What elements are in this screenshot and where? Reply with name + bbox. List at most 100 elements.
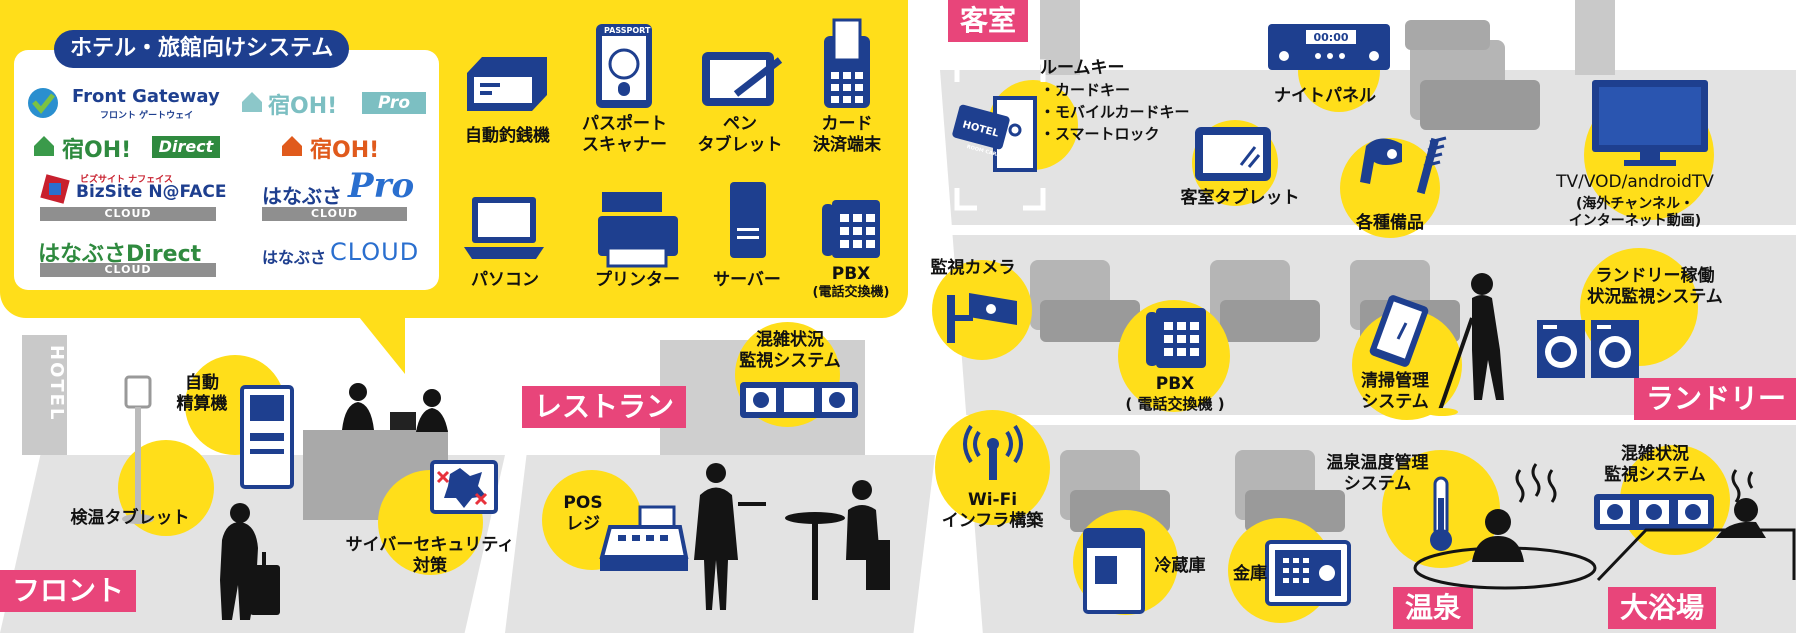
server-icon — [730, 182, 766, 258]
yado-pro-logo-icon — [242, 92, 262, 112]
area-tag-room: 客室 — [948, 0, 1029, 42]
room-tablet-label: 客室タブレット — [1180, 188, 1300, 208]
bath-congestion-monitor-icon — [1594, 494, 1714, 530]
amenities-label: 各種備品 — [1356, 213, 1424, 233]
cleaning-label: 清掃管理 システム — [1361, 371, 1429, 412]
card-terminal-label: カード 決済端末 — [813, 114, 881, 155]
pbx-label: PBX — [831, 264, 871, 284]
logo-pro-badge: Pro — [362, 92, 426, 114]
cloud-badge-3: CLOUD — [40, 263, 216, 277]
pc-label: パソコン — [471, 270, 539, 290]
cleaning-tablet-icon — [1369, 295, 1429, 367]
amenities-icon — [1360, 136, 1447, 195]
logo-bizsite-kana: ビズサイト ナフェイス — [80, 175, 173, 185]
bill-changer-icon — [467, 57, 547, 111]
printer-label: プリンター — [595, 270, 680, 290]
area-tag-front: フロント — [0, 570, 137, 612]
logo-pro-script: Pro — [348, 166, 415, 206]
logo-yado-oh-pro: 宿OH! — [268, 94, 338, 119]
logo-direct-badge: Direct — [152, 136, 220, 158]
logo-cloud-word: CLOUD — [330, 238, 420, 266]
pbx-phone-icon — [822, 200, 880, 258]
room-tablet-icon — [1195, 127, 1271, 181]
fridge-icon — [1083, 528, 1145, 614]
bizsite-logo-icon — [40, 174, 70, 204]
tv-sub-label: (海外チャンネル・ インターネット動画) — [1568, 196, 1702, 229]
restaurant-congestion-label: 混雑状況 監視システム — [739, 330, 841, 371]
pos-label: POS レジ — [563, 493, 603, 534]
front-silhouettes — [220, 383, 448, 620]
area-tag-onsen: 温泉 — [1393, 587, 1474, 629]
security-camera-icon — [947, 293, 1017, 343]
logo-front-gateway: Front Gateway — [72, 86, 220, 107]
cloud-badge-2: CLOUD — [262, 207, 407, 221]
room-key-item-3: ・スマートロック — [1040, 125, 1160, 143]
area-tag-bath: 大浴場 — [1608, 587, 1717, 629]
room-divider-2 — [960, 415, 1796, 425]
night-panel-display: 00:00 — [1313, 31, 1349, 44]
safe-icon — [1265, 540, 1351, 606]
speech-tail — [355, 312, 405, 374]
bath-congestion-label: 混雑状況 監視システム — [1604, 444, 1706, 485]
wifi-icon — [963, 424, 1023, 480]
area-tag-restaurant: レストラン — [522, 386, 687, 428]
onsen-temp-label: 温泉温度管理 システム — [1326, 453, 1429, 494]
panel-title: ホテル・旅館向けシステム — [54, 30, 350, 68]
pbx-sub-label: (電話交換機) — [812, 285, 890, 300]
camera-label: 監視カメラ — [930, 258, 1016, 278]
room-wall-1 — [1040, 0, 1080, 75]
server-label: サーバー — [713, 270, 781, 290]
passport-scanner-icon — [596, 24, 652, 108]
cyber-security-icon — [430, 460, 498, 514]
pc-icon — [464, 197, 544, 259]
room-key-item-1: ・カードキー — [1040, 81, 1131, 99]
restaurant-silhouettes — [694, 463, 890, 610]
temp-tablet-label: 検温タブレット — [70, 508, 190, 528]
washing-machines-icon — [1537, 320, 1639, 378]
wifi-label: Wi-Fi インフラ構築 — [941, 490, 1044, 531]
passport-scanner-label: パスポート スキャナー — [582, 114, 667, 155]
hotel-sign: HOTEL — [46, 345, 67, 422]
room-key-item-2: ・モバイルカードキー — [1040, 103, 1190, 121]
tv-label: TV/VOD/androidTV — [1556, 172, 1714, 192]
key-card-icon — [952, 96, 1037, 172]
temp-tablet-stand-icon — [122, 375, 154, 524]
bill-changer-label: 自動釣銭機 — [465, 126, 550, 146]
printer-icon — [598, 192, 678, 268]
room-key-label: ルームキー — [1040, 58, 1125, 78]
card-terminal-icon — [824, 18, 870, 108]
cleaning-staff-silhouette — [1426, 273, 1504, 416]
thermometer-icon — [1430, 476, 1452, 551]
room-wall-2 — [1575, 0, 1615, 75]
restaurant-congestion-monitor-icon — [740, 382, 858, 418]
area-tag-laundry: ランドリー — [1634, 378, 1796, 420]
passport-badge: PASSPORT — [604, 26, 651, 35]
auto-checkout-label: 自動 精算機 — [176, 373, 228, 414]
cyber-label: サイバーセキュリティ 対策 — [345, 535, 515, 576]
safe-label: 金庫 — [1233, 564, 1267, 584]
logo-yado-oh-direct: 宿OH! — [62, 138, 132, 163]
cloud-badge-1: CLOUD — [40, 207, 216, 221]
fridge-label: 冷蔵庫 — [1154, 556, 1206, 576]
auto-checkout-machine-icon — [240, 385, 294, 489]
logo-hanabusa-pro: はなぶさ — [262, 184, 342, 208]
pen-tablet-label: ペン タブレット — [697, 114, 783, 155]
logo-front-gateway-kana: フロント ゲートウェイ — [100, 111, 194, 121]
room-pbx-phone-icon — [1146, 308, 1206, 368]
night-panel-icon — [1268, 24, 1390, 70]
night-panel-label: ナイトパネル — [1274, 86, 1376, 106]
pos-register-icon — [599, 505, 689, 571]
bath-scene — [1596, 469, 1796, 582]
onsen-scene — [1413, 463, 1597, 590]
room-key-frame — [954, 59, 1046, 211]
yado-oh-logo-icon — [282, 136, 302, 156]
pen-tablet-icon — [702, 52, 783, 106]
logo-hanabusa-cloud: はなぶさ — [262, 248, 327, 267]
logo-yado-oh: 宿OH! — [310, 138, 380, 163]
room-pbx-label: PBX — [1155, 374, 1195, 394]
yado-direct-logo-icon — [34, 136, 54, 156]
hotel-sign-pillar — [22, 335, 67, 455]
room-pbx-sub-label: ( 電話交換機 ) — [1125, 395, 1225, 413]
laundry-monitor-label: ランドリー稼働 状況監視システム — [1587, 266, 1723, 307]
logo-bizsite: BizSite N@FACE — [76, 182, 227, 202]
